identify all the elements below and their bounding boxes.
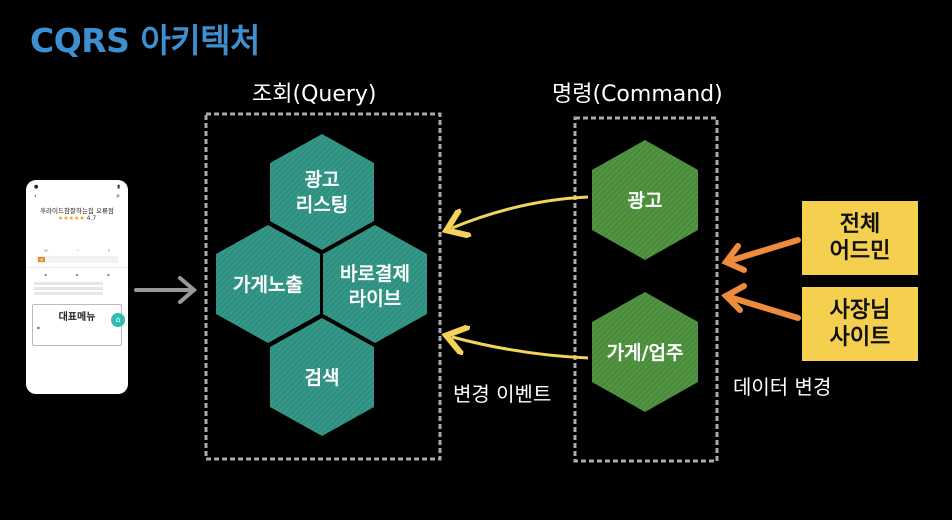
- back-icon: ‹: [34, 192, 37, 200]
- data-change-arrow-admin: [721, 237, 801, 273]
- phone-rating: ★★★★★ 4.7: [57, 215, 97, 222]
- phone-nav-bar: ‹⌕: [26, 190, 128, 203]
- hex-ad-listing: 광고 리스팅: [270, 134, 374, 250]
- change-event-caption: 변경 이벤트: [453, 382, 552, 406]
- admin-source-line1: 전체: [839, 211, 881, 237]
- phone-fab-icon: ⌂: [111, 313, 125, 327]
- hex-command-ad: 광고: [592, 140, 698, 260]
- hex-search-label: 검색: [305, 367, 340, 389]
- hex-ad-listing-line2: 리스팅: [296, 194, 348, 216]
- hex-direct-pay-line2: 라이브: [349, 288, 401, 310]
- phone-rating-value: 4.7: [86, 215, 97, 222]
- command-section-label: 명령(Command): [552, 82, 723, 107]
- page-title: CQRS 아키텍처: [30, 21, 260, 60]
- client-request-arrow: [134, 276, 198, 304]
- owner-source-box: 사장님 사이트: [802, 287, 918, 361]
- data-change-arrow-owner: [721, 283, 801, 321]
- hex-store-exposure-label: 가게노출: [233, 274, 303, 296]
- phone-coupon: ⊕: [36, 256, 118, 263]
- phone-tabs: ▪▪▪: [26, 267, 128, 277]
- hex-direct-pay: 바로결제 라이브: [323, 225, 427, 343]
- owner-source-line2: 사이트: [829, 325, 891, 350]
- phone-menu-title: 대표메뉴: [58, 312, 96, 323]
- hex-store-exposure: 가게노출: [216, 225, 320, 343]
- search-icon: ⌕: [116, 192, 120, 200]
- phone-menu-card: 대표메뉴 ▪ ⌂: [32, 304, 125, 346]
- admin-source-line2: 어드민: [829, 239, 891, 264]
- phone-actions: ☏♡⇪: [43, 248, 111, 253]
- event-arrow-store: [452, 337, 589, 360]
- hex-command-store: 가게/업주: [592, 292, 698, 412]
- owner-source-line1: 사장님: [829, 297, 891, 323]
- phone-store-name: 후라이드참잘하는집 오류점: [40, 207, 114, 215]
- hex-search: 검색: [270, 318, 374, 436]
- mobile-app-screenshot: ●▮ ‹⌕ 후라이드참잘하는집 오류점 ★★★★★ 4.7 ☏♡⇪ ⊕ ▪▪▪ …: [26, 180, 128, 394]
- hex-command-ad-label: 광고: [628, 190, 663, 212]
- phone-status-bar: ●▮: [34, 184, 120, 190]
- event-arrow-ad: [452, 195, 589, 228]
- hex-command-store-label: 가게/업주: [607, 342, 684, 364]
- hex-ad-listing-line1: 광고: [305, 169, 340, 191]
- query-container: [204, 112, 442, 461]
- command-container: [573, 116, 719, 463]
- phone-menu-item: ▪: [37, 325, 40, 330]
- admin-source-box: 전체 어드민: [802, 201, 918, 275]
- query-section-label: 조회(Query): [252, 82, 377, 107]
- data-change-caption: 데이터 변경: [733, 375, 832, 399]
- hex-direct-pay-line1: 바로결제: [340, 263, 410, 285]
- phone-text-lines: [26, 277, 128, 300]
- phone-store-info: [26, 222, 128, 244]
